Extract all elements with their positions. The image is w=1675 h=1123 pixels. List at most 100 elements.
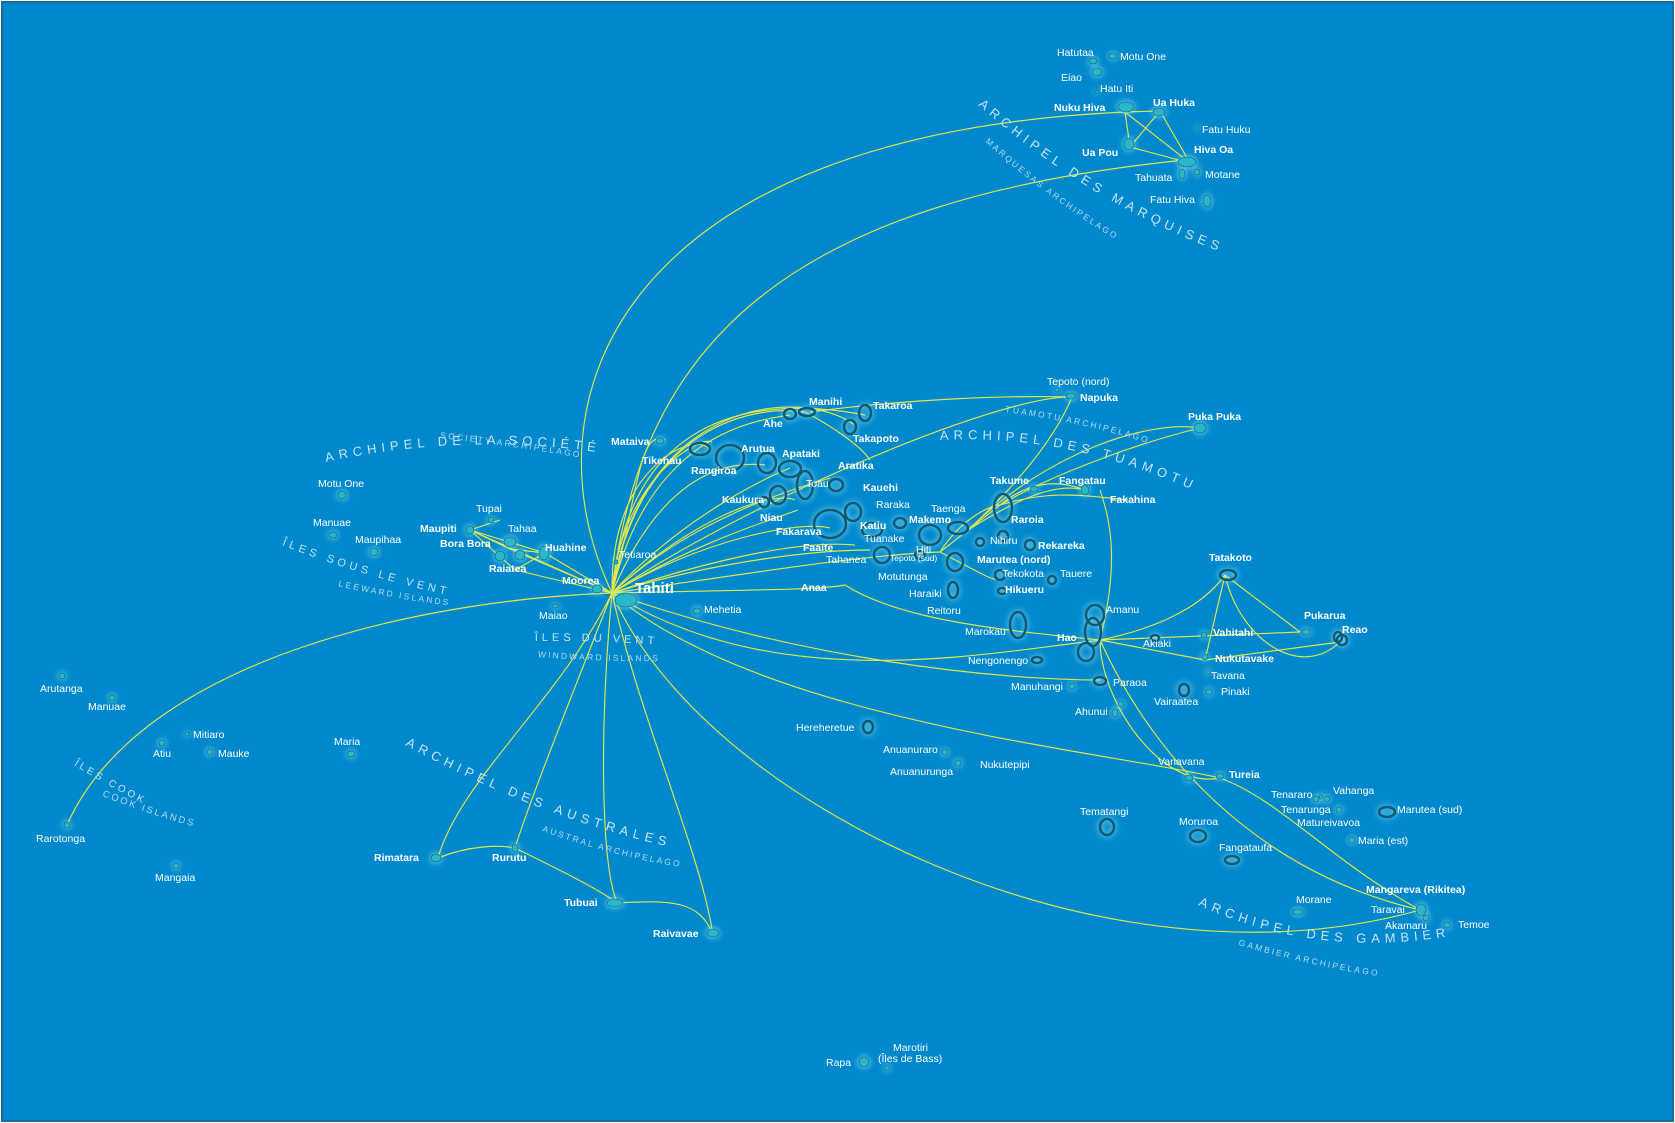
label-faaite: Faaite (803, 542, 834, 554)
label-amanu: Amanu (1106, 604, 1139, 616)
label-motutunga: Motutunga (878, 571, 928, 583)
label-hao: Hao (1057, 632, 1077, 644)
label-fatu-hiva: Fatu Hiva (1150, 194, 1195, 206)
label-mataiva: Mataiva (611, 436, 650, 448)
label-vairaatea: Vairaatea (1154, 696, 1198, 708)
label-kaukura: Kaukura (722, 494, 764, 506)
label-hikueru: Hikueru (1005, 584, 1044, 596)
label-raivavae: Raivavae (653, 928, 699, 940)
label-hiva-oa: Hiva Oa (1194, 144, 1233, 156)
label-vahanga: Vahanga (1333, 785, 1374, 797)
label-anuanuraro: Anuanuraro (883, 744, 938, 756)
label-eiao: Eiao (1061, 72, 1082, 84)
label-matureivavoa: Matureivavoa (1297, 817, 1360, 829)
label-iles-de-bass: (Îles de Bass) (878, 1052, 942, 1065)
label-atiu: Atiu (153, 748, 171, 760)
label-ua-huka: Ua Huka (1153, 97, 1195, 109)
label-tavana: Tavana (1211, 670, 1245, 682)
island-labels: Hatutaa Motu One Eiao Hatu Iti Nuku Hiva… (36, 47, 1490, 1069)
archipelago-du-vent-fr: ÎLES DU VENT (534, 631, 659, 648)
label-tenararo: Tenararo (1271, 789, 1313, 801)
label-huahine: Huahine (545, 542, 587, 554)
label-arutanga: Arutanga (40, 683, 83, 695)
label-manuhangi: Manuhangi (1011, 681, 1063, 693)
label-tahiti-hub: Tahiti (635, 580, 674, 597)
label-nukutavake: Nukutavake (1215, 653, 1274, 665)
label-pukarua: Pukarua (1304, 610, 1346, 622)
label-fangatau: Fangatau (1059, 475, 1106, 487)
label-maiao: Maiao (539, 610, 568, 622)
label-manuae-cook: Manuae (88, 701, 126, 713)
label-marutea-sud: Marutea (sud) (1397, 804, 1462, 816)
label-rurutu: Rurutu (492, 852, 526, 864)
flight-routes (66, 110, 1421, 936)
label-nengonengo: Nengonengo (968, 655, 1028, 667)
label-maupihaa: Maupihaa (355, 534, 401, 546)
label-moorea: Moorea (562, 575, 600, 587)
label-ahunui: Ahunui (1075, 706, 1108, 718)
label-raraka: Raraka (876, 499, 910, 511)
label-mehetia: Mehetia (704, 604, 742, 616)
label-mitiaro: Mitiaro (193, 729, 225, 741)
label-motu-one-society: Motu One (318, 478, 364, 490)
label-marokau: Marokau (965, 626, 1006, 638)
label-reitoru: Reitoru (927, 605, 961, 617)
label-nihiru: Nihiru (990, 535, 1018, 547)
label-raiatea: Raiatea (489, 563, 527, 575)
label-tahanea: Tahanea (826, 554, 866, 566)
label-tetiaroa: Tetiaroa (619, 549, 657, 561)
label-takume: Takume (990, 475, 1029, 487)
label-tureia: Tureia (1229, 769, 1260, 781)
label-rapa: Rapa (826, 1057, 851, 1069)
label-tubuai: Tubuai (564, 897, 598, 909)
label-apataki: Apataki (782, 448, 820, 460)
label-reao: Reao (1342, 624, 1368, 636)
label-motane: Motane (1205, 169, 1240, 181)
label-tekokota: Tekokota (1002, 568, 1044, 580)
label-arutua: Arutua (741, 443, 775, 455)
label-tatakoto: Tatakoto (1209, 552, 1252, 564)
label-manihi: Manihi (809, 396, 842, 408)
label-takaroa: Takaroa (873, 400, 913, 412)
label-fakarava: Fakarava (776, 526, 822, 538)
label-fatu-huku: Fatu Huku (1202, 124, 1251, 136)
label-tepoto-sud: Tepoto (sud) (890, 553, 937, 563)
label-hatu-iti: Hatu Iti (1100, 83, 1133, 95)
label-manuae-society: Manuae (313, 517, 351, 529)
islands (58, 52, 1451, 1071)
label-tuanake: Tuanake (864, 533, 905, 545)
label-marotiri: Marotiri (893, 1042, 928, 1054)
label-vahitahi: Vahitahi (1213, 627, 1253, 639)
label-rekareka: Rekareka (1038, 540, 1085, 552)
label-anuanurunga: Anuanurunga (890, 766, 953, 778)
label-mangaia: Mangaia (155, 872, 195, 884)
label-vanavana: Vanavana (1158, 756, 1205, 768)
label-aratika: Aratika (838, 460, 874, 472)
label-pinaki: Pinaki (1221, 686, 1250, 698)
label-hereheretue: Hereheretue (796, 722, 855, 734)
label-napuka: Napuka (1080, 392, 1118, 404)
label-moruroa: Moruroa (1179, 816, 1218, 828)
label-mangareva: Mangareva (Rikitea) (1366, 884, 1465, 896)
label-maria-est: Maria (est) (1358, 835, 1408, 847)
label-tahuata: Tahuata (1135, 172, 1173, 184)
label-motu-one-marquesas: Motu One (1120, 51, 1166, 63)
label-tikehau: Tikehau (642, 455, 682, 467)
label-morane: Morane (1296, 894, 1332, 906)
label-ua-pou: Ua Pou (1082, 147, 1118, 159)
label-akiaki: Akiaki (1143, 638, 1171, 650)
label-katiu: Katiu (860, 520, 886, 532)
label-raroia: Raroia (1011, 514, 1044, 526)
label-taravai: Taravai (1371, 904, 1405, 916)
label-tauere: Tauere (1060, 568, 1092, 580)
label-puka-puka: Puka Puka (1188, 411, 1241, 423)
label-anaa: Anaa (801, 582, 827, 594)
label-nuku-hiva: Nuku Hiva (1054, 102, 1106, 114)
label-ahe: Ahe (763, 418, 783, 430)
label-tahaa: Tahaa (508, 523, 537, 535)
label-temoe: Temoe (1458, 919, 1490, 931)
label-tenarunga: Tenarunga (1281, 804, 1331, 816)
label-rangiroa: Rangiroa (691, 465, 737, 477)
label-paraoa: Paraoa (1113, 677, 1147, 689)
